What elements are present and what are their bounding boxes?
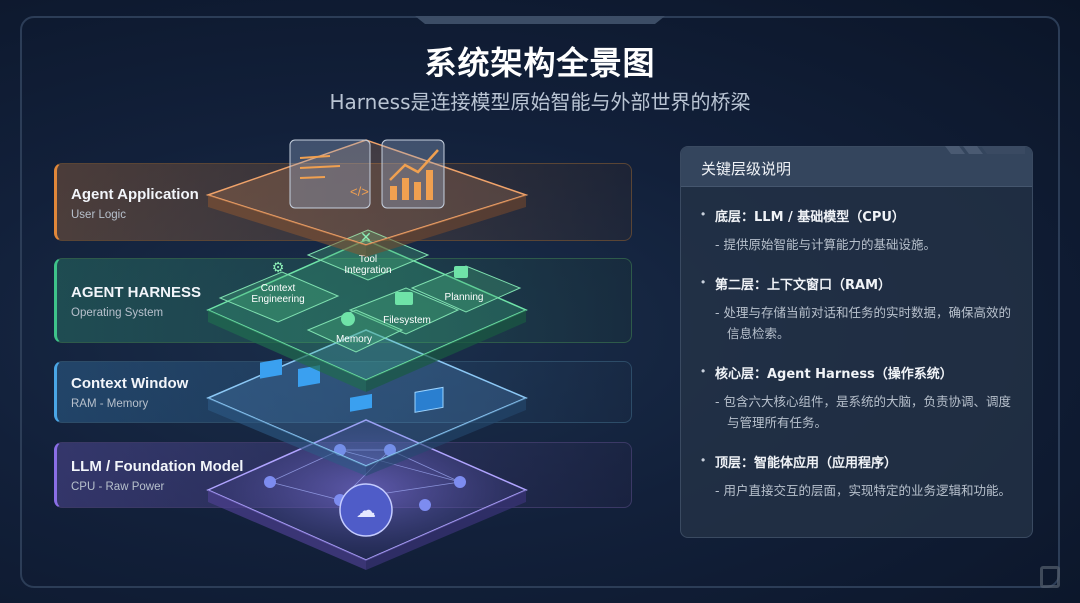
layer-title: LLM / Foundation Model xyxy=(71,458,244,475)
gears-icon: ⚙ xyxy=(272,259,285,275)
panel-item-heading: 底层：LLM / 基础模型（CPU） xyxy=(715,210,905,225)
context-window-platform xyxy=(206,329,528,476)
component-tool-integration: Tool xyxy=(359,254,377,265)
calendar-icon xyxy=(454,266,468,278)
layer-subtitle: Operating System xyxy=(71,307,164,319)
layer-subtitle: RAM - Memory xyxy=(71,398,149,410)
panel-item: • 核心层：Agent Harness（操作系统） - 包含六大核心组件，是系统… xyxy=(681,363,1032,433)
component-tool-integration-line2: Integration xyxy=(344,265,391,276)
panel-item-heading: 核心层：Agent Harness（操作系统） xyxy=(715,367,953,382)
svg-text:</>: </> xyxy=(350,184,369,199)
bullet-icon: • xyxy=(701,364,706,378)
panel-item-desc: - 用户直接交互的层面，实现特定的业务逻辑和功能。 xyxy=(715,483,1011,498)
brain-icon xyxy=(341,312,355,326)
panel-item-desc: - 包含六大核心组件，是系统的大脑，负责协调、调度与管理所有任务。 xyxy=(715,394,1011,430)
llm-platform: ☁ xyxy=(206,419,528,570)
chip-icon xyxy=(350,393,372,412)
panel-item-desc: - 处理与存储当前对话和任务的实时数据，确保高效的信息检索。 xyxy=(715,305,1011,341)
panel-stripes-decoration xyxy=(945,146,1025,154)
layer-title: AGENT HARNESS xyxy=(71,284,202,301)
bullet-icon: • xyxy=(701,453,706,467)
bullet-icon: • xyxy=(701,275,706,289)
layer-stack-illustration: ☁ Tool Integration ⚙ Context Engineering… xyxy=(205,139,529,570)
layer-subtitle: User Logic xyxy=(71,209,126,221)
brain-icon xyxy=(339,483,393,537)
folder-icon xyxy=(395,292,413,305)
layer-agent-harness: AGENT HARNESS Operating System xyxy=(54,258,632,343)
page-title: 系统架构全景图 xyxy=(424,44,656,82)
component-memory: Memory xyxy=(336,334,372,345)
agent-application-platform: </> xyxy=(205,139,529,257)
component-context-engineering-line2: Engineering xyxy=(251,294,304,305)
panel-item: • 第二层：上下文窗口（RAM） - 处理与存储当前对话和任务的实时数据，确保高… xyxy=(681,274,1032,344)
logo-icon xyxy=(1040,566,1060,588)
chip-icon xyxy=(260,358,282,379)
svg-text:☁: ☁ xyxy=(356,500,376,522)
layer-title: Context Window xyxy=(71,375,189,392)
panel-item-desc: - 提供原始智能与计算能力的基础设施。 xyxy=(715,237,936,252)
component-planning: Planning xyxy=(445,292,484,303)
panel-item-heading: 第二层：上下文窗口（RAM） xyxy=(715,278,892,293)
cpu-icon xyxy=(414,386,444,413)
layer-subtitle: CPU - Raw Power xyxy=(71,481,165,493)
panel-item-heading: 顶层：智能体应用（应用程序） xyxy=(715,456,898,471)
panel-title: 关键层级说明 xyxy=(681,147,1032,187)
frame-notch xyxy=(415,16,665,24)
key-layers-panel: 关键层级说明 • 底层：LLM / 基础模型（CPU） - 提供原始智能与计算能… xyxy=(680,146,1033,538)
chip-icon xyxy=(298,365,320,387)
bullet-icon: • xyxy=(701,207,706,221)
component-context-engineering: Context xyxy=(261,283,296,294)
layer-title: Agent Application xyxy=(71,186,199,203)
component-filesystem: Filesystem xyxy=(383,315,431,326)
layer-agent-application: Agent Application User Logic xyxy=(54,163,632,241)
panel-item: • 顶层：智能体应用（应用程序） - 用户直接交互的层面，实现特定的业务逻辑和功… xyxy=(681,452,1032,501)
tools-icon: ✕ xyxy=(360,229,372,245)
panel-item: • 底层：LLM / 基础模型（CPU） - 提供原始智能与计算能力的基础设施。 xyxy=(681,206,1032,255)
page-subtitle: Harness是连接模型原始智能与外部世界的桥梁 xyxy=(329,90,751,114)
